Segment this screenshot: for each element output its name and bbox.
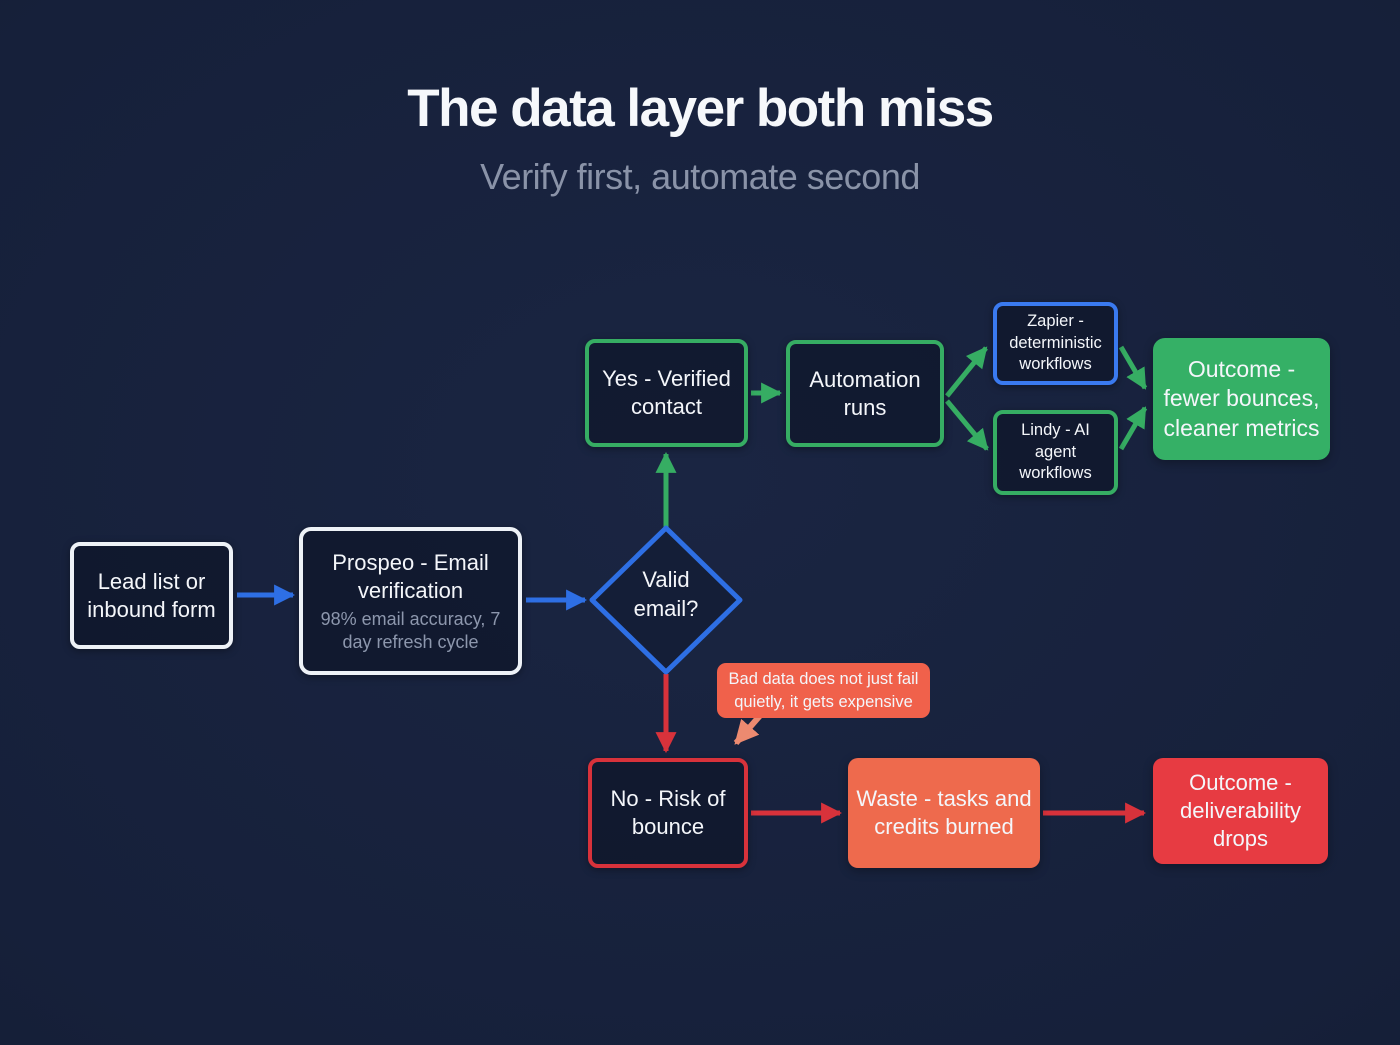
node-lindy-label: Lindy - AI agent workflows xyxy=(1019,421,1092,483)
decision-diamond-shape xyxy=(589,525,743,675)
node-lindy-workflows: Lindy - AI agent workflows xyxy=(993,410,1118,495)
node-yes-verified-contact: Yes - Verified contact xyxy=(585,339,748,447)
node-outcome-good-label: Outcome - fewer bounces, cleaner metrics xyxy=(1163,356,1320,441)
decision-label-line2: email? xyxy=(633,595,699,621)
node-no-label: No - Risk of bounce xyxy=(610,786,726,839)
node-waste-tasks-credits: Waste - tasks and credits burned xyxy=(848,758,1040,868)
arrow-zapier-to-outcome-good xyxy=(1118,345,1148,390)
node-no-risk-of-bounce: No - Risk of bounce xyxy=(588,758,748,868)
page-title: The data layer both miss xyxy=(407,79,994,138)
node-waste-label: Waste - tasks and credits burned xyxy=(856,786,1032,839)
arrow-automation-to-zapier xyxy=(945,346,988,398)
node-lead-list: Lead list or inbound form xyxy=(70,542,233,649)
node-automation-label: Automation runs xyxy=(809,366,921,420)
node-outcome-good: Outcome - fewer bounces, cleaner metrics xyxy=(1153,338,1330,460)
callout-bad-data-note: Bad data does not just fail quietly, it … xyxy=(717,663,930,718)
node-prospeo-title: Prospeo - Email verification xyxy=(332,549,489,603)
arrow-lindy-to-outcome-good xyxy=(1118,406,1148,451)
node-prospeo-verification: Prospeo - Email verification 98% email a… xyxy=(299,527,522,675)
node-decision-valid-email: Valid email? xyxy=(596,566,736,623)
decision-label-line1: Valid xyxy=(642,567,690,592)
node-automation-runs: Automation runs xyxy=(786,340,944,447)
node-yes-label: Yes - Verified contact xyxy=(602,366,731,419)
node-zapier-label: Zapier - deterministic workflows xyxy=(1009,312,1102,374)
node-outcome-bad-label: Outcome - deliverability drops xyxy=(1179,770,1302,851)
node-outcome-bad: Outcome - deliverability drops xyxy=(1153,758,1328,864)
node-zapier-workflows: Zapier - deterministic workflows xyxy=(993,302,1118,385)
arrow-automation-to-lindy xyxy=(945,399,989,451)
page-subtitle: Verify first, automate second xyxy=(480,156,920,197)
callout-label: Bad data does not just fail quietly, it … xyxy=(728,670,919,711)
node-prospeo-subtitle: 98% email accuracy, 7 day refresh cycle xyxy=(320,609,501,652)
node-lead-list-label: Lead list or inbound form xyxy=(87,568,216,622)
